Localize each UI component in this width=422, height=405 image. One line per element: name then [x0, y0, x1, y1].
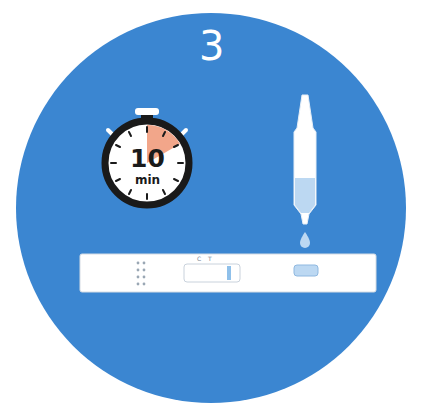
step-number: 3 — [199, 26, 224, 66]
control-mark: C — [197, 256, 201, 262]
test-cassette — [80, 254, 376, 292]
background-circle — [16, 13, 406, 403]
dropper-icon — [294, 95, 316, 248]
timer-value: 10 — [130, 146, 165, 171]
timer-unit: min — [135, 174, 160, 186]
test-mark: T — [208, 256, 212, 262]
stopwatch-icon — [105, 108, 189, 205]
